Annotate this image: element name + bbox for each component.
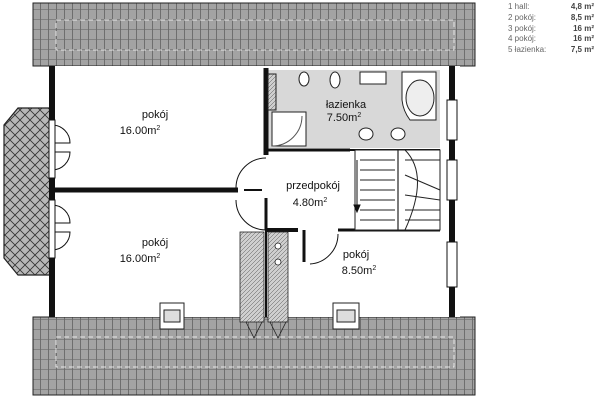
legend-row-room-4: 4 pokój: 16 m² <box>508 34 594 45</box>
sup-small: 2 <box>372 265 376 272</box>
hall-doors <box>235 157 339 265</box>
area-legend: 1 hall: 4,8 m² 2 pokój: 8,5 m² 3 pokój: … <box>508 2 594 56</box>
room-area-lower-left: 16.00m2 <box>120 253 161 265</box>
area-small: 8.50m <box>342 265 373 277</box>
stair-arrow <box>353 160 361 214</box>
legend-label: 4 pokój: <box>508 34 537 44</box>
room-name-small: pokój <box>343 249 369 261</box>
area-bathroom: 7.50m <box>327 112 358 124</box>
legend-label: 5 łazienka: <box>508 45 547 55</box>
roof-bottom <box>32 316 476 396</box>
balcony <box>3 107 51 276</box>
room-area-upper-left: 16.00m2 <box>120 125 161 137</box>
area-lower-left: 16.00m <box>120 253 157 265</box>
staircase <box>354 149 441 231</box>
legend-label: 3 pokój: <box>508 23 537 33</box>
sup-hall: 2 <box>323 197 327 204</box>
legend-value: 16 m² <box>573 34 594 44</box>
room-area-small: 8.50m2 <box>342 265 377 277</box>
legend-row-hall: 1 hall: 4,8 m² <box>508 2 594 13</box>
dormer-windows <box>159 302 360 330</box>
area-hall: 4.80m <box>293 197 324 209</box>
right-windows <box>446 99 458 288</box>
legend-row-bathroom: 5 łazienka: 7,5 m² <box>508 45 594 56</box>
room-name-hall: przedpokój <box>286 180 340 192</box>
legend-label: 2 pokój: <box>508 12 537 22</box>
room-name-bathroom: łazienka <box>326 99 367 111</box>
balcony-doors <box>48 119 71 259</box>
legend-row-room-3: 3 pokój: 16 m² <box>508 24 594 35</box>
room-area-bathroom: 7.50m2 <box>327 112 362 124</box>
legend-value: 7,5 m² <box>570 45 594 55</box>
roof-top <box>32 2 476 67</box>
room-name-lower-left: pokój <box>142 237 168 249</box>
hatched-column <box>239 231 289 339</box>
sup-lower-left: 2 <box>156 253 160 260</box>
legend-value: 16 m² <box>573 23 594 33</box>
legend-value: 4,8 m² <box>570 2 594 11</box>
room-area-hall: 4.80m2 <box>293 197 328 209</box>
sup-bathroom: 2 <box>357 112 361 119</box>
legend-value: 8,5 m² <box>570 12 594 22</box>
area-upper-left: 16.00m <box>120 125 157 137</box>
legend-row-room-2: 2 pokój: 8,5 m² <box>508 13 594 24</box>
room-name-upper-left: pokój <box>142 109 168 121</box>
sup-upper-left: 2 <box>156 125 160 132</box>
bathroom-fixtures <box>267 71 437 147</box>
legend-label: 1 hall: <box>508 2 530 11</box>
